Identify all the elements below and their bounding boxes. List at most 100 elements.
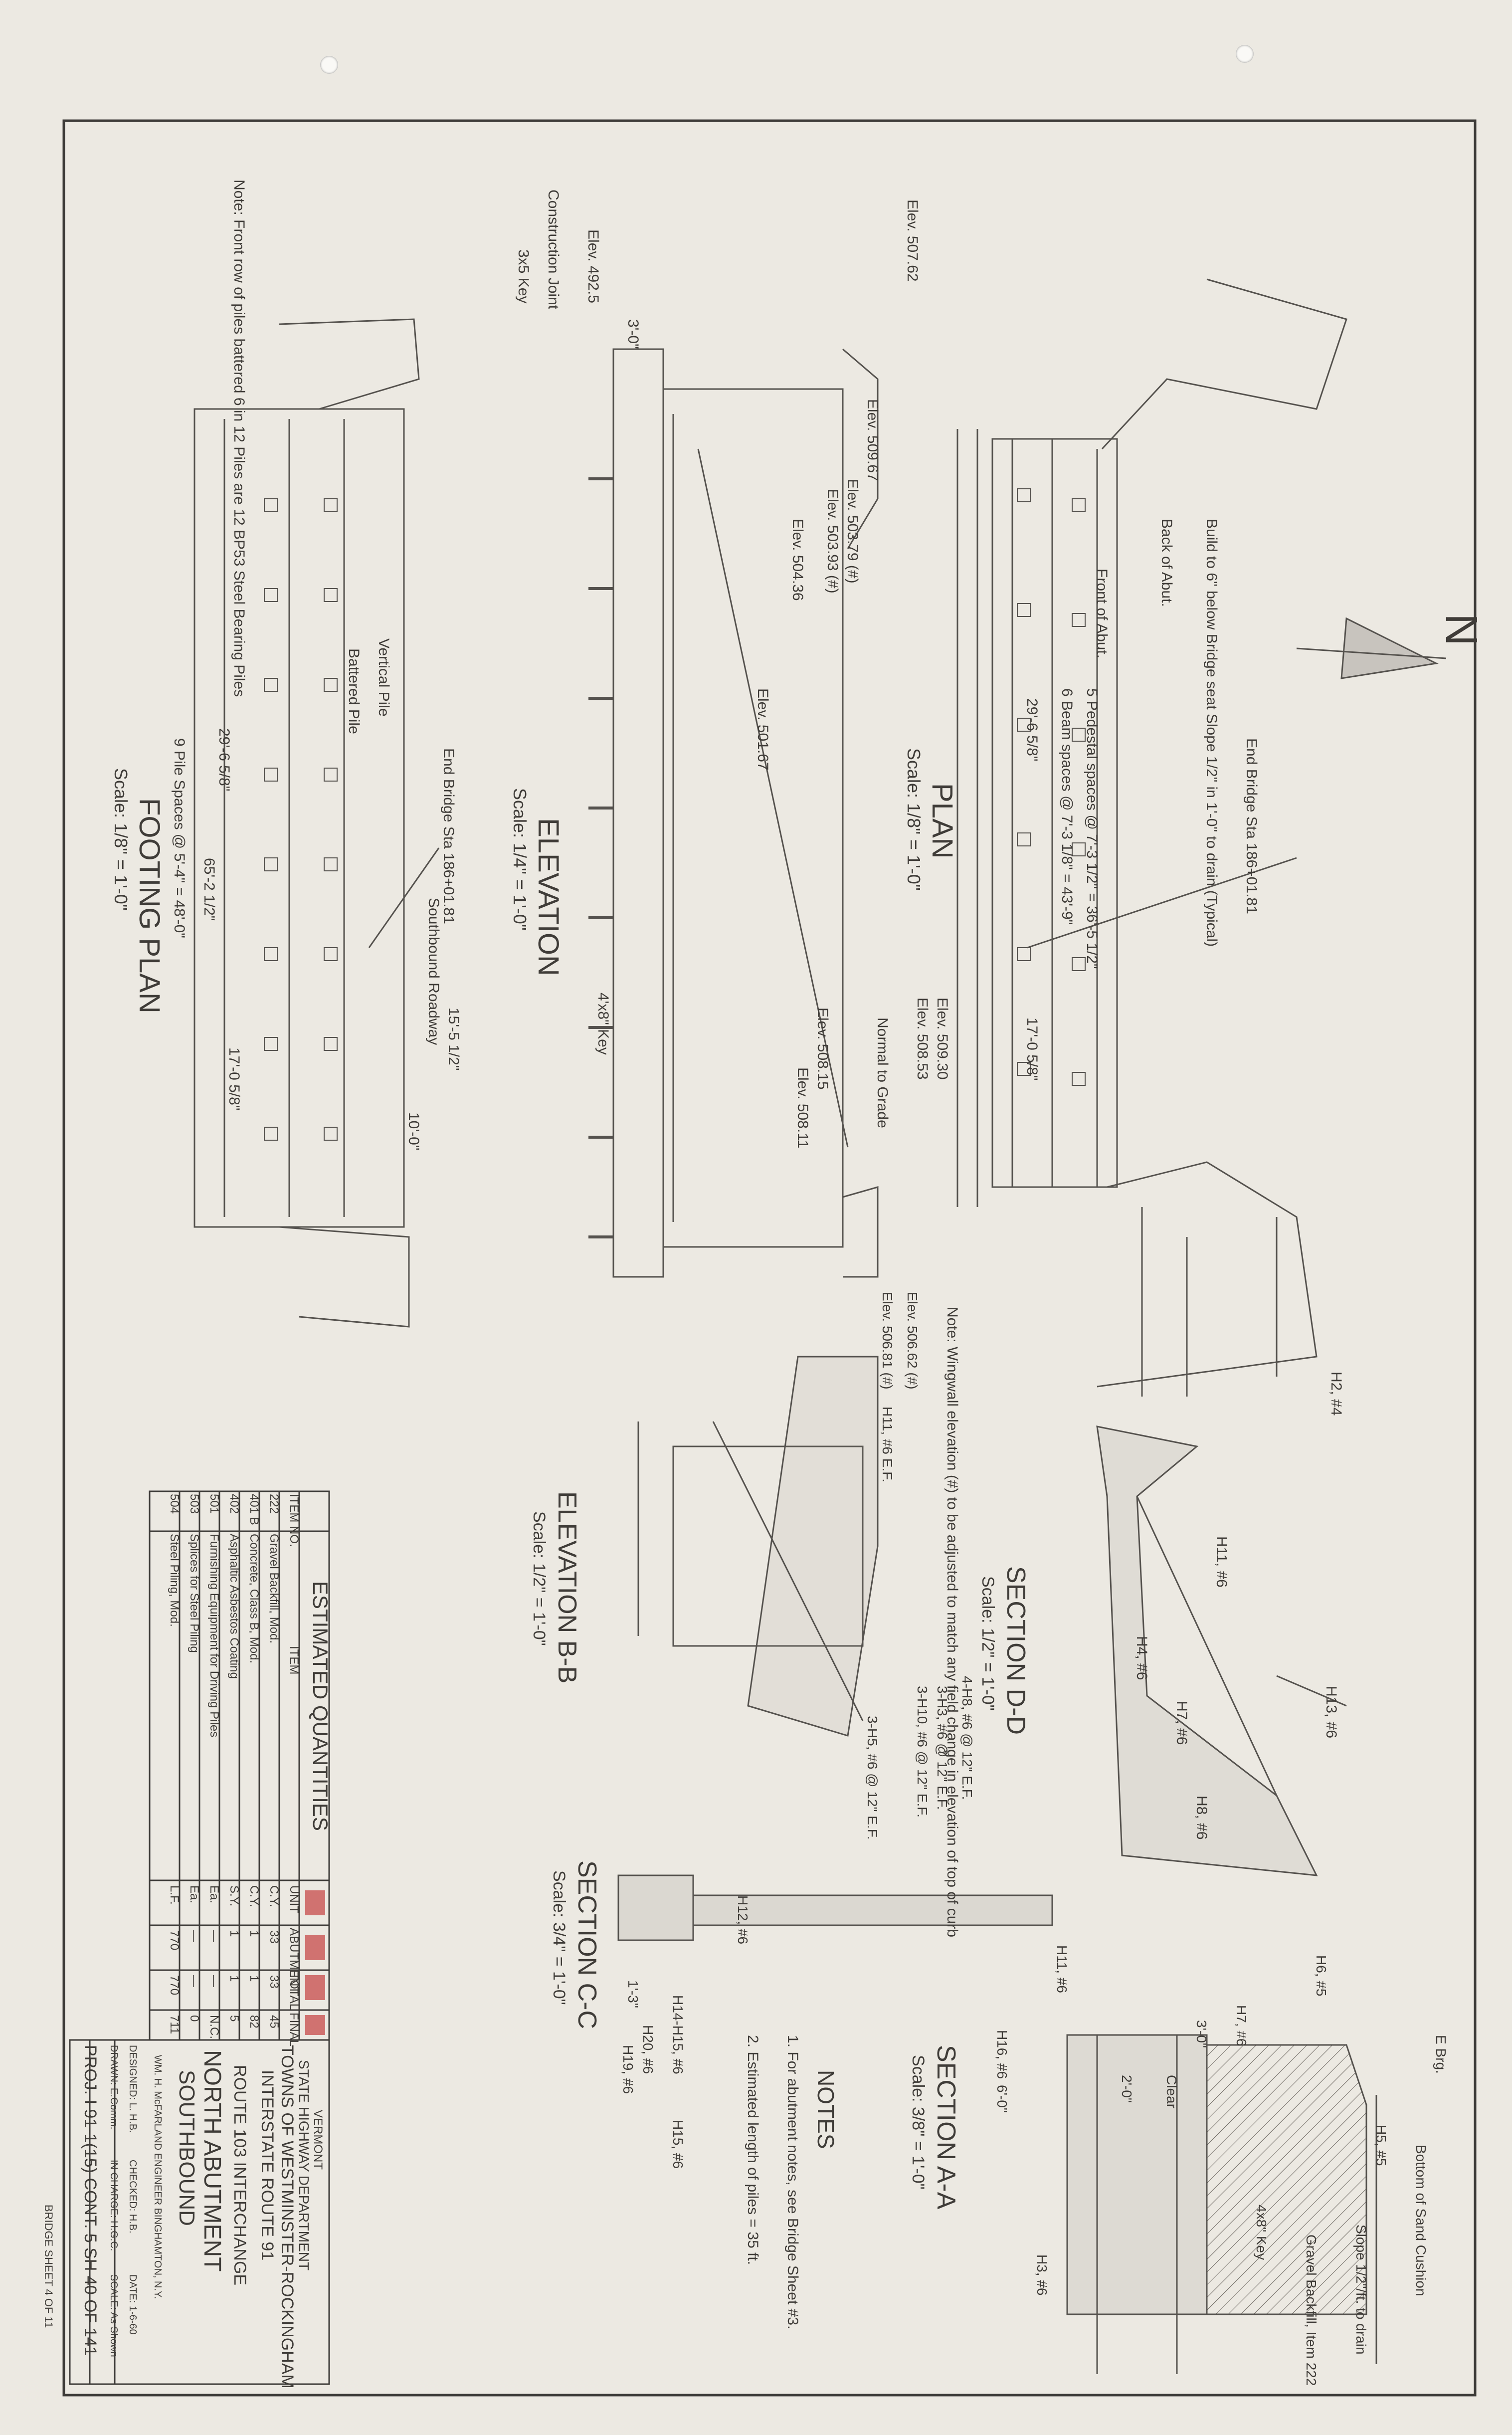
svg-text:NORTH ABUTMENT: NORTH ABUTMENT [199, 2050, 225, 2271]
quantities-rows: 222 Gravel Backfill, Mod. C.Y. 33 33 45 … [168, 1494, 281, 2039]
elevation-bb-view [637, 1356, 879, 1737]
svg-text:Battered Pile: Battered Pile [346, 648, 362, 734]
svg-text:Elev. 503.93 (#): Elev. 503.93 (#) [824, 489, 841, 594]
svg-text:Clear: Clear [1164, 2075, 1179, 2108]
svg-text:Elev. 504.36: Elev. 504.36 [789, 519, 806, 601]
svg-text:H11, #6: H11, #6 [1213, 1536, 1230, 1588]
elevation-bb-scale: Scale: 1/2" = 1'-0" [530, 1511, 549, 1646]
notes-title: NOTES [813, 2070, 839, 2149]
table-row: — [207, 1930, 221, 1942]
svg-text:3x5 Key: 3x5 Key [515, 249, 532, 303]
svg-text:STATE HIGHWAY DEPARTMENT: STATE HIGHWAY DEPARTMENT [296, 2060, 312, 2270]
svg-text:5 Pedestal spaces @ 7'-3 1/2": 5 Pedestal spaces @ 7'-3 1/2" = 36'-5 1/… [1084, 688, 1100, 969]
section-aa-title: SECTION A-A [932, 2045, 960, 2210]
elevation-bb-notes: 4-H8, #6 @ 12" E.F. 3-H3, #6 @ 12" E.F. … [865, 1292, 975, 1839]
svg-text:BRIDGE SHEET 4 OF 11: BRIDGE SHEET 4 OF 11 [42, 2205, 55, 2328]
svg-text:End Bridge Sta 186+01.81: End Bridge Sta 186+01.81 [1243, 738, 1260, 914]
table-row: L.F. [168, 1885, 181, 1905]
svg-text:H6, #5: H6, #5 [1314, 1955, 1329, 1997]
table-row: Concrete, Class B, Mod. [247, 1534, 261, 1663]
table-row: 1 [227, 1930, 241, 1937]
svg-text:Elev. 508.53: Elev. 508.53 [914, 998, 931, 1080]
footing-plan-view [193, 318, 440, 1328]
table-row: 711 [168, 2015, 181, 2034]
table-row: 501 [207, 1494, 221, 1514]
svg-text:UNIT: UNIT [287, 1885, 301, 1913]
svg-text:17'-0 5/8": 17'-0 5/8" [226, 1047, 242, 1110]
svg-text:Elev. 503.79 (#): Elev. 503.79 (#) [844, 479, 861, 584]
svg-text:H3, #6: H3, #6 [1034, 2254, 1050, 2296]
section-dd-notes: H13, #6 H7, #6 H2, #4 H11, #6 H4, #6 H8,… [1134, 1372, 1344, 1839]
table-row: 504 [168, 1494, 181, 1514]
svg-text:ITEM NO.: ITEM NO. [287, 1494, 301, 1547]
svg-text:Normal to Grade: Normal to Grade [874, 1017, 891, 1128]
table-row: N.C. [207, 2015, 221, 2039]
table-row: 82 [247, 2015, 261, 2029]
section-dd-view [1096, 1425, 1347, 1876]
table-row: Splices for Steel Piling [188, 1534, 201, 1653]
north-arrow-label: N [1436, 613, 1486, 646]
svg-text:Note: Wingwall elevation (#) t: Note: Wingwall elevation (#) to be adjus… [944, 1307, 960, 1937]
table-row: Gravel Backfill, Mod. [267, 1534, 281, 1643]
svg-text:Front of Abut.: Front of Abut. [1094, 569, 1110, 658]
table-row: 33 [267, 1930, 281, 1944]
svg-text:Elev. 508.15: Elev. 508.15 [814, 1008, 831, 1090]
svg-text:Slope 1/2"/ft. to drain: Slope 1/2"/ft. to drain [1353, 2225, 1369, 2355]
svg-text:3-H5, #6 @ 12" E.F.: 3-H5, #6 @ 12" E.F. [865, 1716, 880, 1839]
section-cc-scale: Scale: 3/4" = 1'-0" [550, 1870, 568, 2005]
svg-text:4'x8" Key: 4'x8" Key [595, 993, 611, 1055]
quantities-title: ESTIMATED QUANTITIES [309, 1581, 332, 1831]
plan-title: PLAN [926, 783, 958, 859]
svg-text:H12, #6: H12, #6 [735, 1895, 751, 1944]
svg-text:H11, #6: H11, #6 [1054, 1945, 1070, 1993]
svg-text:H7, #6: H7, #6 [1234, 2005, 1249, 2046]
table-row: Ea. [207, 1885, 221, 1903]
table-row: 402 [227, 1494, 241, 1514]
svg-text:TOWNS OF WESTMINSTER-ROCKINGHA: TOWNS OF WESTMINSTER-ROCKINGHAM [278, 2045, 297, 2389]
svg-text:H14-H15, #6: H14-H15, #6 [670, 1995, 686, 2074]
svg-text:ITEM: ITEM [287, 1646, 301, 1674]
table-row: 0 [188, 2015, 201, 2022]
elevation-view [588, 348, 879, 1278]
notes-line-2: 2. Estimated length of piles = 35 ft. [745, 2035, 761, 2265]
svg-text:ABUTMENT: ABUTMENT [287, 1928, 301, 1994]
svg-text:INTERSTATE ROUTE 91: INTERSTATE ROUTE 91 [258, 2070, 277, 2260]
table-row: Ea. [188, 1885, 201, 1903]
table-row: 401 B [247, 1494, 261, 1525]
svg-text:6'-0": 6'-0" [994, 2085, 1010, 2113]
svg-text:Elev. 492.5: Elev. 492.5 [585, 229, 601, 303]
plan-scale: Scale: 1/8" = 1'-0" [904, 748, 924, 891]
section-aa-scale: Scale: 3/8" = 1'-0" [909, 2055, 928, 2190]
elevation-notes: Elev. 507.62 Elev. 509.67 Elev. 503.79 (… [515, 190, 921, 1055]
table-row: — [207, 1975, 221, 1987]
section-dd-scale: Scale: 1/2" = 1'-0" [978, 1576, 997, 1711]
table-row: C.Y. [247, 1885, 261, 1907]
quantities-headers: ITEM NO. ITEM UNIT ABUTMENT TOTAL FINAL [287, 1494, 301, 2046]
svg-text:3'-0": 3'-0" [1194, 2020, 1209, 2048]
svg-text:H5, #5: H5, #5 [1373, 2125, 1389, 2166]
svg-text:3'-0": 3'-0" [625, 319, 641, 349]
svg-text:End Bridge Sta 186+01.81: End Bridge Sta 186+01.81 [440, 748, 457, 924]
svg-text:H13, #6: H13, #6 [1323, 1686, 1339, 1738]
table-row: 770 [168, 1975, 181, 1995]
quantity-red-stamps [305, 1890, 325, 2035]
svg-text:SOUTHBOUND: SOUTHBOUND [175, 2070, 199, 2226]
title-block: VERMONT STATE HIGHWAY DEPARTMENT TOWNS O… [42, 2045, 325, 2389]
svg-text:6 Beam spaces @ 7'-3 1/8" = 43: 6 Beam spaces @ 7'-3 1/8" = 43'-9" [1059, 688, 1075, 925]
plan-notes: End Bridge Sta 186+01.81 Back of Abut. F… [794, 519, 1260, 1937]
footing-plan-title: FOOTING PLAN [133, 798, 166, 1014]
svg-text:WM. H. McFARLAND ENGINEER BING: WM. H. McFARLAND ENGINEER BINGHAMTON, N.… [152, 2055, 163, 2299]
svg-text:CHECKED: H.B.: CHECKED: H.B. [127, 2160, 138, 2233]
svg-text:Elev. 506.81 (#): Elev. 506.81 (#) [880, 1292, 895, 1390]
elevation-title: ELEVATION [532, 818, 565, 976]
svg-text:H8, #6: H8, #6 [1193, 1796, 1210, 1839]
svg-text:FINAL: FINAL [287, 2013, 301, 2046]
punch-hole-right [1236, 45, 1254, 63]
punch-hole-left [320, 56, 338, 74]
svg-text:ROUTE 103 INTERCHANGE: ROUTE 103 INTERCHANGE [230, 2065, 249, 2285]
svg-text:Elev. 507.62: Elev. 507.62 [904, 200, 921, 282]
svg-text:Note: Front row of piles batte: Note: Front row of piles battered 6 in 1… [231, 180, 247, 697]
section-cc-view [617, 1874, 1053, 1941]
section-cc-notes: H12, #6 H14-H15, #6 H15, #6 H16, #6 H11,… [620, 1895, 1070, 2169]
svg-text:DATE: 1-6-60: DATE: 1-6-60 [127, 2274, 138, 2335]
